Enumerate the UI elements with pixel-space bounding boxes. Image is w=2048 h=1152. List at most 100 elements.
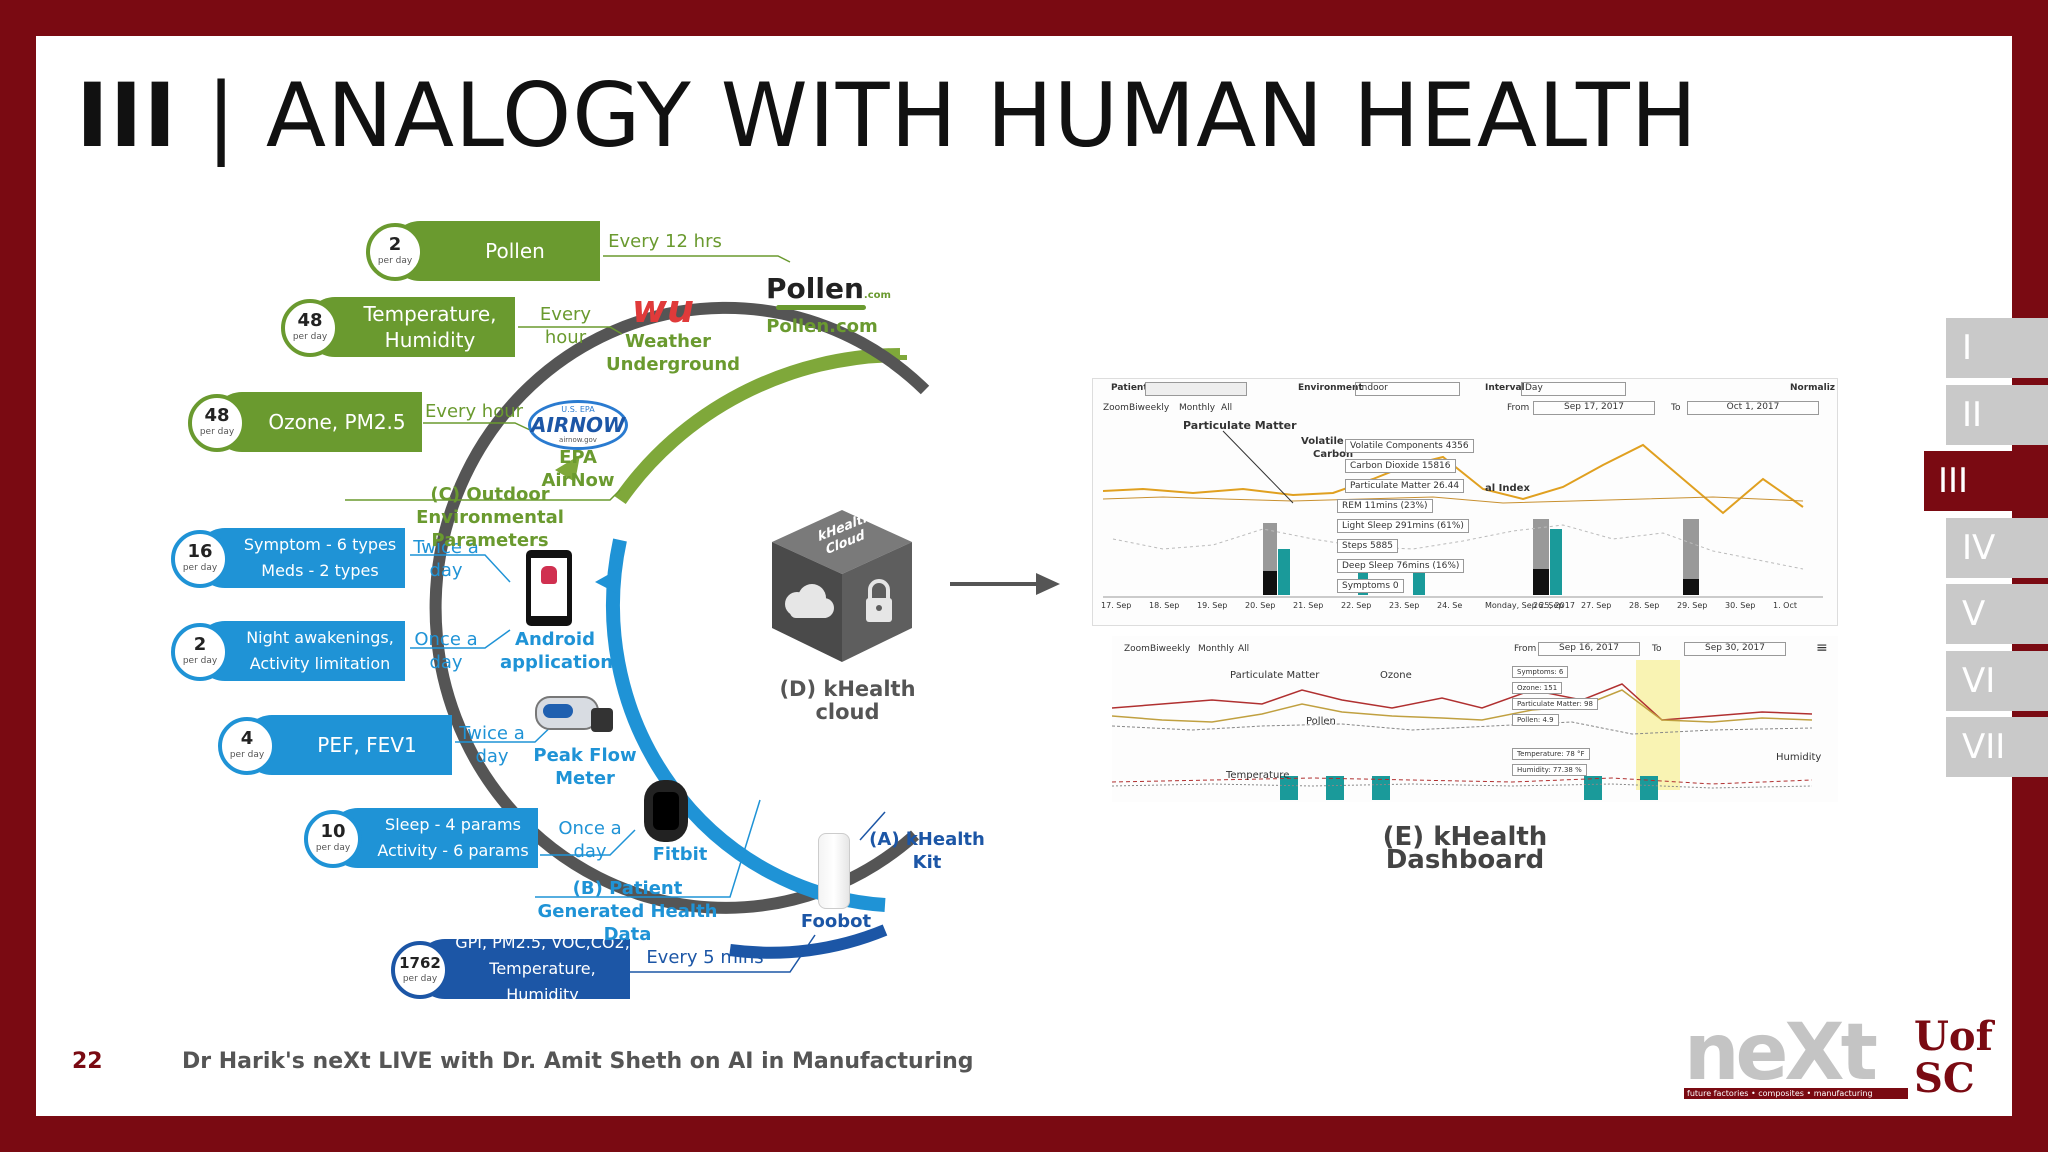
dash-bottom-chart [1112, 660, 1813, 800]
nav-tab-6[interactable]: VI [1946, 650, 2048, 711]
fitbit-icon [644, 780, 688, 842]
dash-x-date: 28. Sep [1629, 601, 1660, 610]
dash-series-carbon: Carbon [1313, 449, 1354, 460]
pill-label: Ozone, PM2.5 [268, 410, 406, 434]
dash2-zoom-biweekly[interactable]: Biweekly [1150, 644, 1191, 654]
airnow-logo-top: U.S. EPA [561, 405, 595, 414]
nav-tab-4[interactable]: IV [1946, 517, 2048, 578]
nav-tab-5[interactable]: V [1946, 584, 2048, 644]
title-section-number: III [76, 64, 178, 167]
dash-interval-label: Interval [1485, 383, 1525, 393]
pill-count: 4 [240, 728, 254, 749]
dash-x-date: 23. Sep [1389, 601, 1420, 610]
dash-zoom-all[interactable]: All [1221, 403, 1233, 413]
pill-label: Temperature, Humidity [363, 302, 497, 352]
khealth-cloud-cube [772, 510, 912, 662]
outdoor-arc [614, 348, 901, 505]
pill-label: Pollen [485, 239, 545, 263]
dash-normalize-toggle[interactable]: Normaliz [1790, 383, 1836, 393]
airnow-logo: U.S. EPA AIRNOW airnow.gov [528, 400, 628, 450]
nav-tab-1[interactable]: I [1946, 318, 2048, 378]
nav-tab-2[interactable]: II [1946, 384, 2048, 445]
pill-count: 48 [297, 310, 323, 331]
pill-frequency: Twice a day [413, 537, 479, 581]
dash-to-input[interactable]: Oct 1, 2017 [1687, 401, 1819, 415]
next-logo-tagline: future factories • composites • manufact… [1684, 1088, 1908, 1099]
dash2-zoom-all[interactable]: All [1238, 644, 1250, 654]
pill-count: 48 [204, 405, 230, 426]
pill-unit: per day [315, 843, 351, 853]
patient-arc-arrow [595, 568, 620, 595]
pill-count: 2 [388, 234, 402, 255]
slide-title: III | ANALOGY WITH HUMAN HEALTH [76, 64, 1698, 167]
dash-series-pm: Particulate Matter [1183, 419, 1297, 432]
dash-tooltip-top-item: Particulate Matter 26.44 [1345, 479, 1465, 493]
pill-count: 2 [193, 634, 207, 655]
dash2-series-ozone: Ozone [1380, 670, 1412, 681]
next-logo-text: neXt [1684, 1008, 1878, 1098]
dash-tooltip-bottom-item: Humidity: 77.38 % [1512, 764, 1587, 776]
dash-patient-select[interactable] [1145, 382, 1247, 396]
foobot-icon [818, 833, 850, 909]
khealth-kit-label: (A) kHealth Kit [869, 829, 985, 873]
dash-environment-select[interactable]: Indoor [1355, 382, 1460, 396]
nav-tab-3[interactable]: III [1924, 451, 2048, 511]
pollen-name: Pollen.com [766, 316, 878, 337]
dash2-menu-icon[interactable]: ≡ [1816, 640, 1828, 656]
dash-tooltip-bottom-item: Ozone: 151 [1512, 682, 1563, 694]
dash-x-date: 17. Sep [1101, 601, 1132, 610]
outdoor-arc-arrow [555, 455, 580, 482]
dash-x-date: 30. Sep [1725, 601, 1756, 610]
dash-x-date: 21. Sep [1293, 601, 1324, 610]
pill-unit: per day [292, 332, 328, 342]
kit-arc [729, 924, 888, 959]
dash-x-date: 20. Sep [1245, 601, 1276, 610]
pill-label: Symptom - 6 types Meds - 2 types [243, 535, 397, 580]
airnow-logo-text: AIRNOW [531, 413, 626, 437]
pill-frequency: Every 5 mins [646, 947, 764, 968]
pollen-logo: Pollen.com [766, 272, 891, 310]
dash2-to-input[interactable]: Sep 30, 2017 [1684, 642, 1786, 656]
dash-x-date: 27. Sep [1581, 601, 1612, 610]
nav-tab-7[interactable]: VII [1946, 717, 2048, 777]
dash-x-date: Monday, Sep 25, 2017 [1485, 601, 1575, 610]
dash-zoom-label: Zoom [1103, 403, 1129, 413]
dash-tooltip-bottom-item: Particulate Matter: 98 [1512, 698, 1598, 710]
pill-unit: per day [377, 256, 413, 266]
dash-interval-select[interactable]: Day [1521, 382, 1626, 396]
dashboard-bottom-panel: Zoom Biweekly Monthly All From Sep 16, 2… [1112, 636, 1838, 802]
dash2-zoom-label: Zoom [1124, 644, 1150, 654]
pill-frequency: Every hour [424, 401, 524, 422]
dashboard-top-panel: Patient Environment Indoor Interval Day … [1092, 378, 1838, 626]
pill-frequency: Every 12 hrs [608, 231, 722, 252]
dash-tooltip-top-item: Carbon Dioxide 15816 [1345, 459, 1456, 473]
dash2-from-input[interactable]: Sep 16, 2017 [1538, 642, 1640, 656]
pill-label: Sleep - 4 params Activity - 6 params [377, 815, 529, 860]
dash-from-label: From [1507, 403, 1530, 413]
dash-x-date: 26. Sep [1533, 601, 1564, 610]
android-phone-icon [526, 550, 572, 626]
title-separator: | [177, 64, 266, 167]
dash-tooltip-top-item: Deep Sleep 76mins (16%) [1337, 559, 1465, 573]
dash-zoom-monthly[interactable]: Monthly [1179, 403, 1216, 413]
dash-from-input[interactable]: Sep 17, 2017 [1533, 401, 1655, 415]
dash-tooltip-top-item: REM 11mins (23%) [1337, 499, 1433, 513]
peak-flow-meter-icon [535, 690, 615, 740]
dash-tooltip-top-item: Light Sleep 291mins (61%) [1337, 519, 1469, 533]
next-logo: neXt future factories • composites • man… [1684, 1008, 1908, 1099]
dash-zoom-biweekly[interactable]: Biweekly [1129, 403, 1170, 413]
dash-x-date: 1. Oct [1773, 601, 1798, 610]
pill-unit: per day [402, 974, 438, 984]
dash2-from-label: From [1514, 644, 1537, 654]
dash-tooltip-bottom-item: Symptoms: 6 [1512, 666, 1569, 678]
dash2-zoom-monthly[interactable]: Monthly [1198, 644, 1235, 654]
